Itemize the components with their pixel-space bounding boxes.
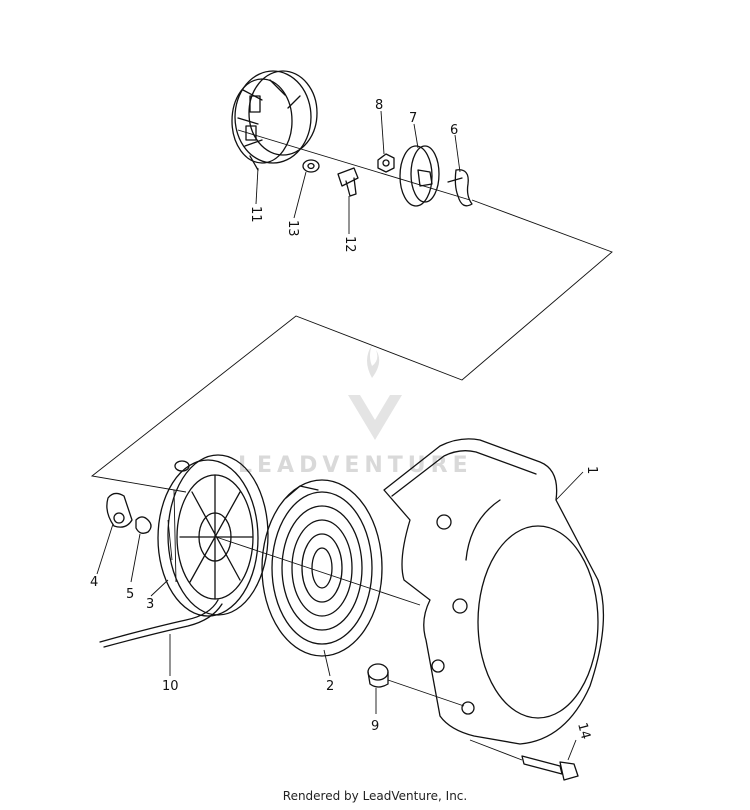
callout-11: 11 (248, 206, 263, 223)
callout-14: 14 (574, 721, 593, 741)
callout-numbers: 1 2 3 4 5 6 7 8 9 10 11 12 13 14 (90, 98, 599, 741)
callout-5: 5 (126, 587, 134, 602)
part-12-bolt (337, 167, 359, 197)
part-6-clip (447, 169, 473, 207)
axis-line-top (237, 129, 471, 201)
part-1-housing (383, 438, 605, 745)
part-2-recoil-spring (261, 479, 383, 657)
callout-4: 4 (90, 575, 98, 590)
part-5-spring (135, 516, 152, 534)
part-8-nut (377, 153, 395, 173)
callout-13: 13 (285, 220, 300, 237)
part-14-screw (521, 755, 579, 781)
part-9-collar (367, 663, 389, 688)
axis-line-bottom (215, 536, 421, 606)
part-7-ratchet (399, 145, 440, 207)
part-10-rope (99, 599, 223, 648)
axis-line-screw (469, 739, 523, 761)
leadventure-watermark: LEADVENTURE (238, 345, 473, 478)
part-4-pawl (106, 492, 133, 528)
callout-1: 1 (584, 466, 599, 474)
assembly-plane (90, 199, 613, 493)
callout-7: 7 (409, 111, 417, 126)
callout-3: 3 (146, 597, 154, 612)
callout-12: 12 (342, 236, 357, 253)
leader-lines (96, 110, 584, 761)
render-credit-footer: Rendered by LeadVenture, Inc. (282, 789, 468, 803)
callout-6: 6 (450, 123, 458, 138)
axis-line-collar (387, 679, 465, 707)
part-13-washer (302, 159, 320, 173)
callout-8: 8 (375, 98, 383, 113)
part-3-reel (157, 454, 269, 617)
watermark-text: LEADVENTURE (238, 453, 473, 478)
callout-2: 2 (326, 679, 334, 694)
part-11-starter-cup (231, 70, 318, 171)
callout-9: 9 (371, 719, 379, 734)
callout-10: 10 (162, 679, 179, 694)
